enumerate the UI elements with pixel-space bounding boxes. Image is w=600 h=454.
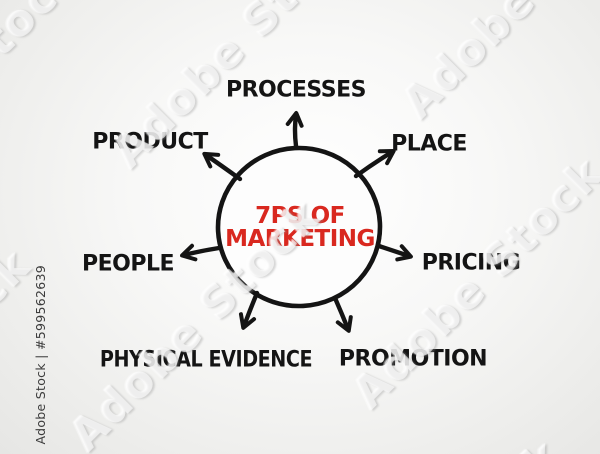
arrow-physical-evidence xyxy=(238,290,260,330)
arrow-product xyxy=(202,151,243,182)
center-title: 7PS OF MARKETING xyxy=(225,205,375,251)
arrow-promotion xyxy=(332,295,353,333)
center-title-line1: 7PS OF xyxy=(255,203,345,229)
node-people: PEOPLE xyxy=(81,251,175,277)
node-promotion: PROMOTION xyxy=(338,346,488,372)
node-physical-evidence: PHYSICAL EVIDENCE xyxy=(99,347,313,373)
arrow-pricing xyxy=(376,243,413,262)
node-place: PLACE xyxy=(391,131,467,157)
node-product: PRODUCT xyxy=(92,129,208,155)
node-pricing: PRICING xyxy=(421,250,521,276)
center-circle xyxy=(215,145,383,309)
node-processes: PROCESSES xyxy=(225,77,367,103)
arrow-people xyxy=(180,243,222,262)
center-title-line2: MARKETING xyxy=(225,226,375,252)
arrow-processes xyxy=(285,111,304,149)
arrow-place xyxy=(353,148,396,179)
stock-attribution-text: Adobe Stock | #599562639 xyxy=(33,265,48,445)
